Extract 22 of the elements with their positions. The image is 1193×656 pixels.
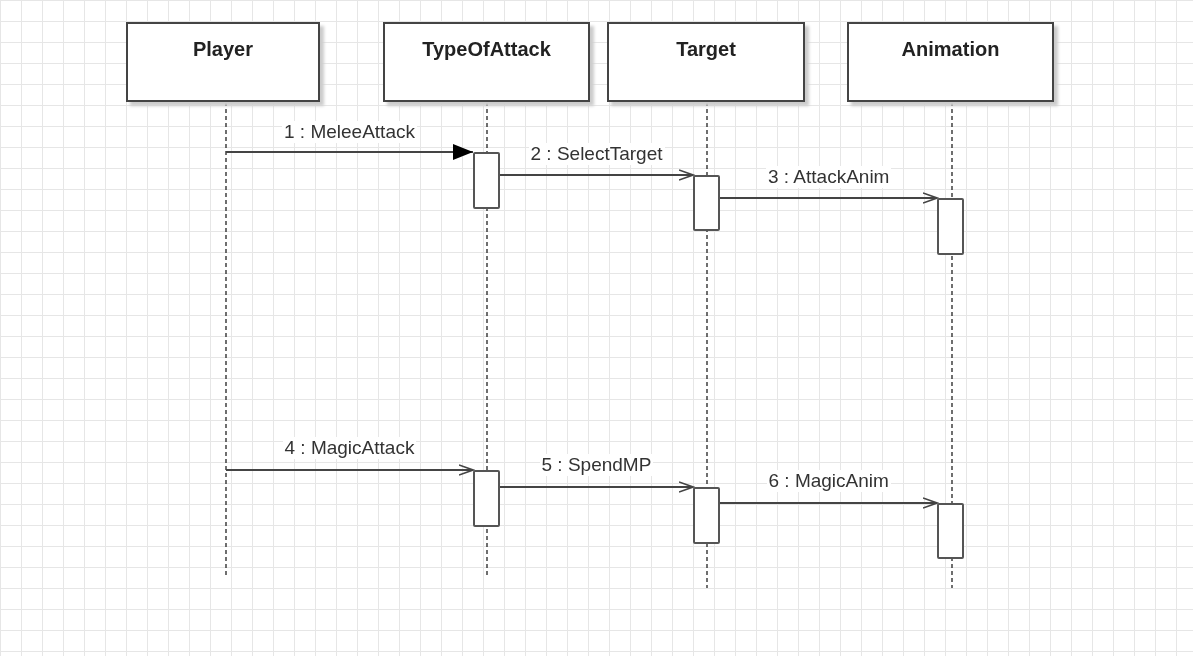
message-label: 2 : SelectTarget bbox=[528, 143, 665, 165]
activation-bar bbox=[693, 487, 720, 544]
activation-bar bbox=[693, 175, 720, 231]
activation-bar bbox=[937, 503, 964, 559]
message-arrow bbox=[499, 169, 694, 181]
lifeline-header-box: Player bbox=[126, 22, 320, 102]
message-arrow bbox=[719, 192, 938, 204]
message-label: 1 : MeleeAttack bbox=[282, 121, 417, 143]
message-label: 6 : MagicAnim bbox=[766, 470, 891, 492]
message-label: 4 : MagicAttack bbox=[282, 437, 417, 459]
message-arrow bbox=[225, 464, 474, 476]
activation-bar bbox=[473, 470, 500, 527]
lifeline-header-box: TypeOfAttack bbox=[383, 22, 590, 102]
activation-bar bbox=[473, 152, 500, 209]
lifeline-header-box: Animation bbox=[847, 22, 1054, 102]
message-label: 3 : AttackAnim bbox=[766, 166, 892, 188]
message-arrow bbox=[499, 481, 694, 493]
message-label: 5 : SpendMP bbox=[539, 454, 654, 476]
message-arrow bbox=[719, 497, 938, 509]
lifeline-header-box: Target bbox=[607, 22, 805, 102]
activation-bar bbox=[937, 198, 964, 255]
message-arrow bbox=[225, 144, 474, 160]
